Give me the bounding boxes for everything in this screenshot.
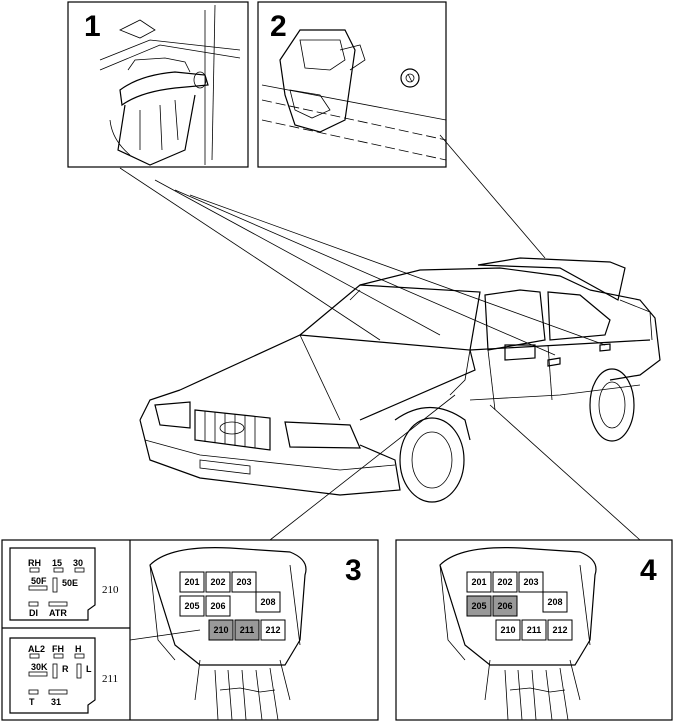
pin-30k: 30K <box>31 662 48 672</box>
panel-1-door-handle-detail: 1 <box>67 1 249 168</box>
fuse-position-205-cell <box>466 595 492 617</box>
fuse-position-202-cell <box>492 571 518 593</box>
fuse-position-205-label: 205 <box>184 601 199 611</box>
panel-1-number: 1 <box>84 10 101 43</box>
fuse-position-206-label: 206 <box>210 601 225 611</box>
car-illustration <box>139 257 661 503</box>
pin-31: 31 <box>51 697 61 707</box>
fuse-position-203-label: 203 <box>523 577 538 587</box>
pin-h: H <box>75 644 82 654</box>
panel-2-number: 2 <box>270 10 287 43</box>
pin-50e: 50E <box>62 578 78 588</box>
fuse-position-206-label: 206 <box>497 601 512 611</box>
fuse-position-201-label: 201 <box>471 577 486 587</box>
panel-4-relay-location: 4 201 202 203 205 206 208 210 211 212 <box>395 539 673 721</box>
pin-30: 30 <box>73 558 83 568</box>
fuse-position-210-label: 210 <box>213 625 228 635</box>
fuse-position-205-label: 205 <box>471 601 486 611</box>
pin-l: L <box>86 664 92 674</box>
fuse-position-212-label: 212 <box>552 625 567 635</box>
relay-210-number: 210 <box>102 584 119 596</box>
fuse-position-210-cell <box>495 619 521 641</box>
fuse-position-203-cell <box>231 571 257 593</box>
fuse-position-202-label: 202 <box>210 577 225 587</box>
relay-210-pinout: RH 15 30 50F 50E DI ATR 210 <box>9 547 119 621</box>
fuse-position-211-cell <box>521 619 547 641</box>
fuse-position-212-label: 212 <box>265 625 280 635</box>
pin-15: 15 <box>52 558 62 568</box>
pin-t: T <box>29 697 35 707</box>
relay-211-pinout: AL2 FH H 30K R L T 31 211 <box>9 637 118 714</box>
pin-fh: FH <box>52 644 64 654</box>
pin-atr: ATR <box>49 608 67 618</box>
panel-3-number: 3 <box>345 554 362 587</box>
fuse-position-203-cell <box>518 571 544 593</box>
fuse-position-212-cell <box>260 619 286 641</box>
door-handle-illustration <box>99 4 241 166</box>
fuse-position-205-cell <box>179 595 205 617</box>
leader-lines <box>119 134 641 541</box>
relay-211-number: 211 <box>102 673 118 685</box>
fuse-box-4-positions: 201 202 203 205 206 208 210 211 212 <box>466 571 573 641</box>
fuse-position-211-label: 211 <box>527 625 542 635</box>
pin-r: R <box>62 664 69 674</box>
pin-al2: AL2 <box>28 644 45 654</box>
fuse-position-210-label: 210 <box>500 625 515 635</box>
fuse-position-208-label: 208 <box>547 597 562 607</box>
panel-3-relay-location: 3 RH 15 30 50F 50E DI ATR 210 AL2 FH <box>1 539 379 721</box>
fuse-position-202-label: 202 <box>497 577 512 587</box>
fuse-position-203-label: 203 <box>236 577 251 587</box>
fuse-box-3-positions: 201 202 203 205 206 208 210 211 212 <box>179 571 286 641</box>
panel-4-number: 4 <box>640 554 657 587</box>
lock-mechanism-illustration <box>261 29 447 161</box>
fuse-position-201-label: 201 <box>184 577 199 587</box>
fuse-position-206-cell <box>205 595 231 617</box>
fuse-position-202-cell <box>205 571 231 593</box>
fuse-box-3: 201 202 203 205 206 208 210 211 212 <box>149 547 307 721</box>
fuse-box-4: 201 202 203 205 206 208 210 211 212 <box>439 547 597 721</box>
fuse-position-208-label: 208 <box>260 597 275 607</box>
fuse-position-212-cell <box>547 619 573 641</box>
panel-2-lock-detail: 2 <box>257 1 447 168</box>
fuse-position-208-cell <box>542 591 568 613</box>
fuse-position-211-label: 211 <box>240 625 255 635</box>
fuse-position-201-cell <box>179 571 205 593</box>
fuse-position-201-cell <box>466 571 492 593</box>
pin-di: DI <box>29 608 38 618</box>
fuse-position-206-cell <box>492 595 518 617</box>
pin-rh: RH <box>28 558 41 568</box>
pin-50f: 50F <box>31 576 47 586</box>
fuse-position-211-cell <box>234 619 260 641</box>
fuse-position-210-cell <box>208 619 234 641</box>
fuse-position-208-cell <box>255 591 281 613</box>
